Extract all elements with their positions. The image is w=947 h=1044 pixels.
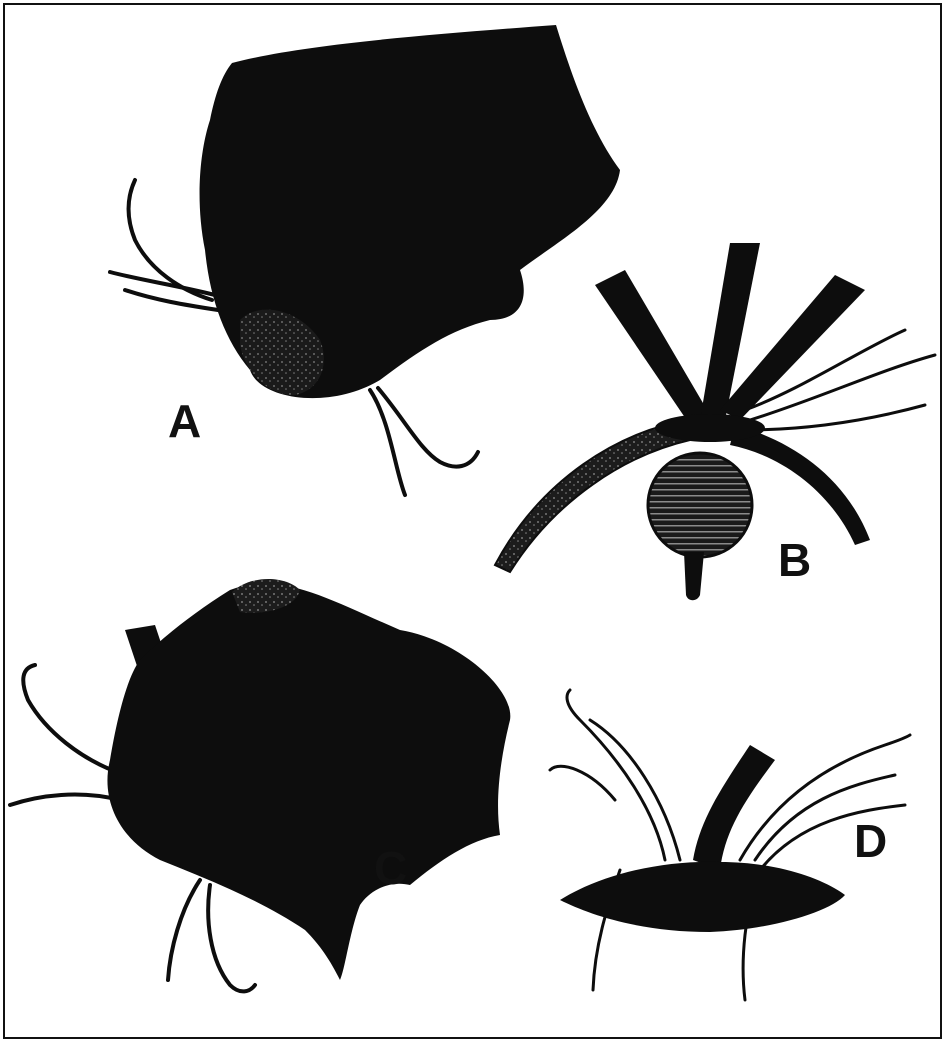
panel-label-b: B: [778, 537, 811, 583]
specimen-b-arm-right: [730, 425, 870, 545]
panel-label-d: D: [854, 818, 887, 864]
specimen-c: [10, 579, 510, 991]
specimen-b-bulb: [648, 453, 752, 557]
specimen-b-collar: [655, 414, 765, 442]
specimen-b: [495, 243, 935, 600]
specimen-c-body: [107, 584, 510, 980]
specimen-b-stalk-1: [595, 270, 710, 425]
panel-label-a: A: [168, 398, 201, 444]
panel-label-c: C: [374, 845, 407, 891]
specimen-b-stem: [684, 552, 704, 600]
